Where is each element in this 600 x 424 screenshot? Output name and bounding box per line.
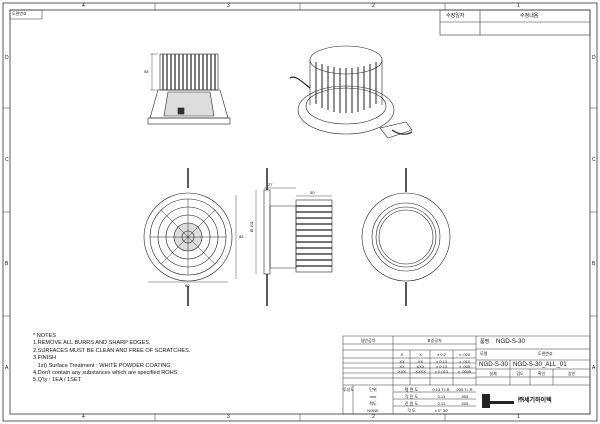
dim-front-vertical: 86 xyxy=(239,234,244,239)
part-label: 모델 xyxy=(480,351,488,356)
dim-side-height: 58 xyxy=(144,69,149,74)
geo-r1-metric: 0.13 T.I.R. xyxy=(432,387,451,392)
top-zone-3: 3 xyxy=(227,3,230,9)
geo-r1-inch: .005 T.I.R. xyxy=(455,387,474,392)
company-logo: SEGI HITECH xyxy=(492,394,515,398)
tol-r4-c4: ± .0005 xyxy=(457,369,472,374)
tol-r3-c2: .XXX xyxy=(415,364,425,369)
tol-r2-c2: .XX xyxy=(416,359,424,364)
revision-content-header: 수정내용 xyxy=(520,13,539,19)
geo-r3-metric: 0.13 xyxy=(437,401,446,406)
design-label: 설계 xyxy=(489,371,497,376)
company-name: ㈜세기하이텍 xyxy=(518,398,552,404)
geo-r2-label: 각 진 도 xyxy=(404,394,419,399)
tol-r4-c3: ± 0.013 xyxy=(434,369,449,374)
tol-r1-c1: .X xyxy=(399,352,404,357)
tol-r2-c4: ± .010 xyxy=(458,359,471,364)
geo-r1-label: 평 면 도 xyxy=(404,387,419,392)
top-zone-1: 1 xyxy=(517,3,520,9)
left-zone-b: B xyxy=(5,261,9,267)
left-zone-a: A xyxy=(5,365,9,371)
tol-r2-c1: .XX xyxy=(398,359,405,364)
check-label: 검도 xyxy=(516,371,524,376)
notes-block: * NOTES 1.REMOVE ALL BURRS AND SHARP EDG… xyxy=(33,333,190,385)
left-zone-d: D xyxy=(5,55,9,61)
top-zone-4: 4 xyxy=(82,3,85,9)
revision-date-header: 수정일자 xyxy=(446,13,465,19)
geo-r2-inch: .005 xyxy=(460,394,469,399)
dim-side-total: Ø 101 xyxy=(249,221,254,232)
right-zone-a: A xyxy=(592,365,596,371)
left-zone-c: C xyxy=(5,157,9,163)
bottom-zone-4: 4 xyxy=(82,414,85,420)
note-line-1: 1.REMOVE ALL BURRS AND SHARP EDGES. xyxy=(33,340,151,347)
approve-label: 승인 xyxy=(567,371,576,376)
doc-number-label: 도면번호 xyxy=(12,11,27,16)
units-label: 단위 xyxy=(369,387,377,392)
right-zone-d: D xyxy=(592,55,596,61)
right-zone-b: B xyxy=(592,261,596,267)
units-value: mm xyxy=(369,394,377,399)
bottom-zone-1: 1 xyxy=(517,414,520,420)
note-line-6: 5.Q'ty : 1EA / 1SET xyxy=(33,377,82,384)
geo-r3-label: 진 원 도 xyxy=(404,401,419,406)
dim-front-horizontal: 80 xyxy=(185,283,190,288)
standard-tolerance-label: 표준공차 xyxy=(427,338,442,343)
notes-header: * NOTES xyxy=(33,333,57,339)
geo-r2-metric: 0.13 xyxy=(437,394,446,399)
top-zone-2: 2 xyxy=(372,3,375,9)
geo-r3-inch: .005 xyxy=(460,401,469,406)
note-line-5: 4.Don't contain any substances which are… xyxy=(33,370,178,377)
dim-top-height: 50 xyxy=(310,190,315,195)
tol-r4-c1: .XXX xyxy=(396,369,407,374)
tol-r1-c4: ± .020 xyxy=(458,352,471,357)
tol-r3-c3: ± 0.13 xyxy=(435,364,448,369)
geo-r4-label: 각 도 xyxy=(407,408,416,413)
tol-r4-c2: .XXXX xyxy=(414,369,426,374)
general-tolerance-label: 일반공차 xyxy=(360,338,376,343)
right-zone-c: C xyxy=(592,157,596,163)
note-line-4: 1st) Surface Treatment : WHITE POWDER CO… xyxy=(33,362,171,369)
projection-label: 투상도 xyxy=(343,387,353,392)
tol-r3-c4: ± .005 xyxy=(458,364,471,369)
dim-top-width: 27 xyxy=(268,182,273,187)
note-line-3: 3.FINISH xyxy=(33,355,57,362)
tol-r1-c3: ± 0.2 xyxy=(437,352,446,357)
tol-r1-c2: .X xyxy=(418,352,422,357)
model-value: NGD-S-30 xyxy=(496,338,525,345)
scale-value: NONE xyxy=(367,408,379,413)
review-label: 확인 xyxy=(537,371,546,376)
drawing-number-label: 도면번호 xyxy=(538,351,553,356)
scale-label: 척도 xyxy=(369,401,377,406)
geo-r4-metric: ± 0° 30' xyxy=(434,408,449,413)
tol-r2-c3: ± 0.13 xyxy=(435,359,448,364)
file-value: NGD-S-30_ALL_01 xyxy=(513,361,567,368)
part-value: NGD-S-30 xyxy=(479,361,508,368)
bottom-zone-2: 2 xyxy=(372,414,375,420)
tol-r3-c1: .XX xyxy=(398,364,405,369)
note-line-2: 2.SURFACES MUST BE CLEAN AND FREE OF SCR… xyxy=(33,347,191,354)
model-label: 품명 xyxy=(480,339,490,345)
bottom-zone-3: 3 xyxy=(227,414,230,420)
